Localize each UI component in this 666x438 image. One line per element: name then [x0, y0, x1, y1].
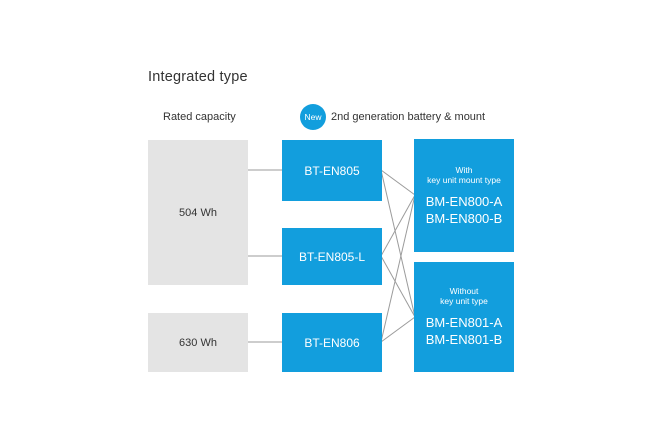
mount-model: BM-EN801-A: [425, 315, 503, 330]
mount-model-list: BM-EN800-A BM-EN800-B: [426, 193, 503, 227]
generation-label: 2nd generation battery & mount: [331, 111, 486, 123]
new-badge: New: [300, 104, 326, 130]
battery-box-bt-en806: BT-EN806: [282, 313, 382, 372]
capacity-box-630wh: 630 Wh: [148, 313, 248, 372]
mount-model: BM-EN801-B: [425, 332, 503, 347]
connector-line: [380, 255, 416, 318]
capacity-box-504wh: 504 Wh: [148, 140, 248, 285]
battery-box-bt-en805-l: BT-EN805-L: [282, 228, 382, 285]
mount-model-list: BM-EN801-A BM-EN801-B: [426, 314, 503, 348]
mount-type-line: key unit type: [440, 296, 488, 306]
mount-model: BM-EN800-B: [425, 210, 503, 226]
connector-line: [380, 169, 416, 196]
mount-type-line: Without: [449, 286, 479, 296]
connector-line: [380, 316, 416, 343]
page-title: Integrated type: [148, 69, 248, 85]
generation-header: New 2nd generation battery & mount: [300, 104, 485, 130]
connector-line: [380, 194, 416, 257]
mount-type-line: key unit mount type: [427, 174, 501, 185]
connector-line: [380, 194, 416, 343]
mount-model: BM-EN800-A: [425, 193, 503, 209]
rated-capacity-label: Rated capacity: [163, 111, 236, 123]
mount-type-line: With: [455, 164, 473, 175]
mount-box-bm-en801: Without key unit type BM-EN801-A BM-EN80…: [414, 262, 514, 372]
connector-line: [380, 169, 416, 318]
battery-box-bt-en805: BT-EN805: [282, 140, 382, 201]
mount-box-bm-en800: With key unit mount type BM-EN800-A BM-E…: [414, 139, 514, 252]
